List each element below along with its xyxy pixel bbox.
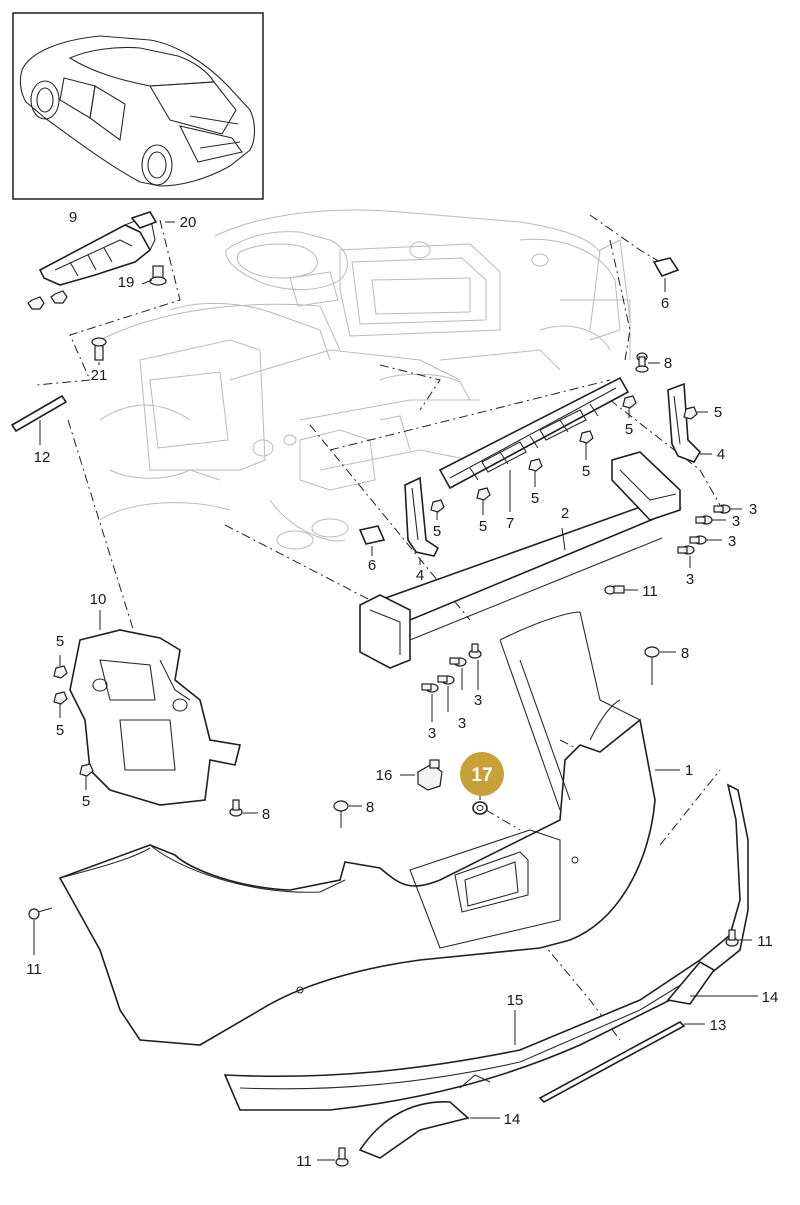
- callout-4-left: 4: [416, 567, 424, 584]
- callout-2: 2: [561, 505, 569, 522]
- part-17-ring: [472, 801, 488, 815]
- callout-3-e: 3: [474, 692, 482, 709]
- callout-14-right: 14: [762, 989, 779, 1006]
- part-14-cover-left: [358, 1101, 470, 1159]
- part-21-bolt: [91, 337, 107, 361]
- callout-11-right: 11: [757, 933, 773, 950]
- callout-4-right: 4: [717, 446, 725, 463]
- part-15-diffuser: [223, 783, 749, 1111]
- screw-11-right: [725, 929, 739, 947]
- car-overview-inset: [12, 12, 264, 200]
- bolt-3-h: [421, 683, 439, 693]
- screw-8-center: [333, 800, 349, 828]
- callout-8-center: 8: [366, 799, 374, 816]
- nut-5-a: [622, 395, 637, 409]
- callout-labels: 9 20 19 21 12 6 8 5 5 4 5 5 7 5 5 2 6 4 …: [26, 209, 778, 1170]
- callout-15: 15: [507, 992, 524, 1009]
- nut-5-i: [79, 763, 94, 777]
- callout-3-c: 3: [728, 533, 736, 550]
- nut-5-b: [683, 406, 698, 420]
- part-7-carrier: [438, 376, 630, 490]
- callout-5-h: 5: [56, 722, 64, 739]
- bolt-3-f: [449, 657, 467, 667]
- highlight-badge-17[interactable]: 17: [460, 752, 504, 796]
- highlight-badge-label: 17: [471, 765, 492, 786]
- callout-1: 1: [685, 762, 693, 779]
- callout-11-left: 11: [26, 961, 42, 978]
- bolt-3-b: [695, 515, 713, 525]
- nut-5-h: [53, 691, 68, 705]
- callout-3-f: 3: [458, 715, 466, 732]
- bolt-3-d: [677, 545, 695, 555]
- screw-11-left: [28, 907, 53, 920]
- callout-5-i: 5: [82, 793, 90, 810]
- screw-8-right-mid: [644, 646, 660, 685]
- screw-8-right-top: [635, 352, 649, 373]
- screw-11-bottom: [335, 1147, 349, 1167]
- callout-6-center: 6: [368, 557, 376, 574]
- nut-5-c: [579, 430, 594, 444]
- callout-8-mid: 8: [681, 645, 689, 662]
- callout-3-d: 3: [686, 571, 694, 588]
- part-6-clip-center: [358, 525, 386, 545]
- callout-3-b: 3: [732, 513, 740, 530]
- callout-12: 12: [34, 449, 51, 466]
- callout-3-g: 3: [428, 725, 436, 742]
- part-6-clip-right: [652, 257, 680, 277]
- callout-19: 19: [118, 274, 135, 291]
- callout-9: 9: [69, 209, 77, 226]
- part-13-trim: [538, 1021, 686, 1103]
- callout-6-right: 6: [661, 295, 669, 312]
- callout-10: 10: [90, 591, 107, 608]
- bolt-3-e: [468, 643, 482, 659]
- part-4-bracket-right: [667, 382, 702, 463]
- callout-16: 16: [376, 767, 393, 784]
- callout-14-left: 14: [504, 1111, 521, 1128]
- callout-5-f: 5: [479, 518, 487, 535]
- nut-5-d: [528, 458, 543, 472]
- screw-11-top: [604, 585, 625, 595]
- callout-7: 7: [506, 515, 514, 532]
- part-16-sensor: [417, 759, 443, 791]
- part-4-bracket-left: [404, 476, 440, 557]
- callout-5-e: 5: [433, 523, 441, 540]
- bolt-3-a: [713, 504, 731, 514]
- callout-20: 20: [180, 214, 197, 231]
- part-12-strip: [10, 394, 68, 433]
- bolt-3-c: [689, 535, 707, 545]
- part-9-nuts: [27, 290, 68, 310]
- part-19-screw: [149, 265, 167, 286]
- callout-11-bottom: 11: [296, 1153, 312, 1170]
- callout-5-g: 5: [56, 633, 64, 650]
- callout-8-left: 8: [262, 806, 270, 823]
- nut-5-f: [476, 487, 491, 501]
- car-overview-icon: [19, 35, 256, 187]
- callout-8-right: 8: [664, 355, 672, 372]
- part-2-crossmember: [359, 451, 683, 669]
- part-14-cover-right: [666, 960, 716, 1005]
- part-20-clip: [130, 211, 158, 229]
- callout-5-b: 5: [714, 404, 722, 421]
- callout-5-d: 5: [531, 490, 539, 507]
- body-shell-background: [99, 209, 631, 550]
- callout-5-c: 5: [582, 463, 590, 480]
- nut-5-e: [430, 499, 445, 513]
- bolt-3-g: [437, 675, 455, 685]
- nut-5-g: [53, 665, 68, 679]
- callout-11-top: 11: [642, 583, 658, 600]
- callout-5-a: 5: [625, 421, 633, 438]
- screw-8-left: [229, 799, 243, 817]
- callout-3-a: 3: [749, 501, 757, 518]
- part-1-bumper-cover: [58, 611, 656, 1046]
- part-10-bracket: [69, 629, 241, 806]
- callout-13: 13: [710, 1017, 727, 1034]
- callout-21: 21: [91, 367, 108, 384]
